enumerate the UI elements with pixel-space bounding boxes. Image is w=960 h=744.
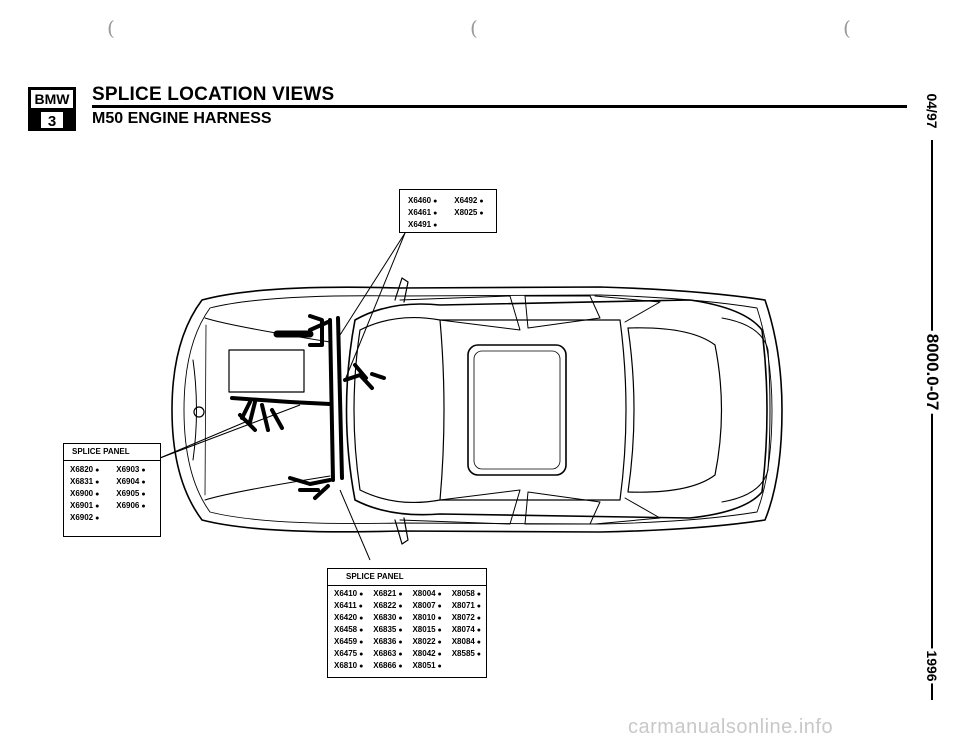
splice-id: X6821 xyxy=(373,588,410,601)
list-row: X6459 X6836 X8022 X8084 xyxy=(334,636,486,648)
page-subtitle: M50 ENGINE HARNESS xyxy=(92,110,272,127)
splice-id: X6835 xyxy=(373,624,410,637)
splice-id: X6460 xyxy=(408,195,452,208)
splice-id: X6830 xyxy=(373,612,410,625)
splice-id: X6822 xyxy=(373,600,410,613)
bmw-3-logo: BMW 3 xyxy=(28,87,76,131)
splice-id: X6831 xyxy=(70,476,114,489)
top-splice-list: X6460 X6492 X6461 X8025 X6491 xyxy=(399,189,497,233)
splice-id: X8004 xyxy=(412,588,449,601)
splice-id: X6461 xyxy=(408,207,452,220)
splice-id: X6459 xyxy=(334,636,371,649)
title-rule xyxy=(92,105,907,108)
splice-id: X6836 xyxy=(373,636,410,649)
side-page-number: 8000.0-07 xyxy=(918,330,946,414)
list-row: X6820 X6903 xyxy=(70,464,160,476)
splice-id: X6475 xyxy=(334,648,371,661)
list-row: X6411 X6822 X8007 X8071 xyxy=(334,600,486,612)
splice-id: X8074 xyxy=(452,624,481,637)
splice-id: X8025 xyxy=(454,207,483,220)
logo-bottom-text: 3 xyxy=(48,113,56,130)
splice-id: X8051 xyxy=(412,660,449,673)
leader-lines xyxy=(159,232,406,561)
splice-id: X6901 xyxy=(70,500,114,513)
splice-id: X6810 xyxy=(334,660,371,673)
splice-id: X6410 xyxy=(334,588,371,601)
side-date: 04/97 xyxy=(921,91,943,131)
bottom-panel-header: SPLICE PANEL xyxy=(328,569,486,586)
splice-id: X6491 xyxy=(408,219,437,232)
list-row: X6475 X6863 X8042 X8585 xyxy=(334,648,486,660)
list-row: X6491 xyxy=(408,219,496,231)
splice-id: X6903 xyxy=(116,464,145,477)
list-row: X6810 X6866 X8051 xyxy=(334,660,486,672)
list-row: X6410 X6821 X8004 X8058 xyxy=(334,588,486,600)
splice-id: X8058 xyxy=(452,588,481,601)
list-row: X6831 X6904 xyxy=(70,476,160,488)
car-body-outline xyxy=(171,286,783,533)
splice-id: X6863 xyxy=(373,648,410,661)
logo-top-text: BMW xyxy=(35,91,71,107)
splice-id: X8015 xyxy=(412,624,449,637)
side-strip: 04/97 8000.0-07 1996 xyxy=(904,60,960,730)
splice-id: X6411 xyxy=(334,600,371,613)
splice-id: X6900 xyxy=(70,488,114,501)
splice-id: X8007 xyxy=(412,600,449,613)
bottom-splice-panel: SPLICE PANEL X6410 X6821 X8004 X8058 X64… xyxy=(327,568,487,678)
splice-id: X6420 xyxy=(334,612,371,625)
splice-id: X6905 xyxy=(116,488,145,501)
splice-id: X8042 xyxy=(412,648,449,661)
page-title: SPLICE LOCATION VIEWS xyxy=(92,84,335,105)
splice-id: X6492 xyxy=(454,195,483,208)
side-year: 1996 xyxy=(921,648,943,684)
list-row: X6900 X6905 xyxy=(70,488,160,500)
scan-mark-2: ( xyxy=(470,16,478,40)
splice-id: X8585 xyxy=(452,648,481,661)
splice-id: X6906 xyxy=(116,500,145,513)
splice-id: X6866 xyxy=(373,660,410,673)
car-diagram xyxy=(159,232,783,561)
splice-id: X8072 xyxy=(452,612,481,625)
engine-harness xyxy=(230,314,386,500)
list-row: X6458 X6835 X8015 X8074 xyxy=(334,624,486,636)
list-row: X6461 X8025 xyxy=(408,207,496,219)
list-row: X6420 X6830 X8010 X8072 xyxy=(334,612,486,624)
splice-id: X6458 xyxy=(334,624,371,637)
side-rule xyxy=(931,140,933,700)
source-watermark: carmanualsonline.info xyxy=(628,716,834,738)
splice-id: X8084 xyxy=(452,636,481,649)
scan-mark-1: ( xyxy=(107,16,115,40)
list-row: X6902 xyxy=(70,512,160,524)
splice-id: X8071 xyxy=(452,600,481,613)
list-row: X6460 X6492 xyxy=(408,195,496,207)
splice-id: X6904 xyxy=(116,476,145,489)
splice-id: X8022 xyxy=(412,636,449,649)
splice-id: X8010 xyxy=(412,612,449,625)
scan-mark-3: ( xyxy=(843,16,851,40)
left-splice-panel: SPLICE PANEL X6820 X6903 X6831 X6904 X69… xyxy=(63,443,161,537)
splice-id: X6820 xyxy=(70,464,114,477)
splice-id: X6902 xyxy=(70,512,99,525)
list-row: X6901 X6906 xyxy=(70,500,160,512)
left-panel-header: SPLICE PANEL xyxy=(64,444,160,461)
